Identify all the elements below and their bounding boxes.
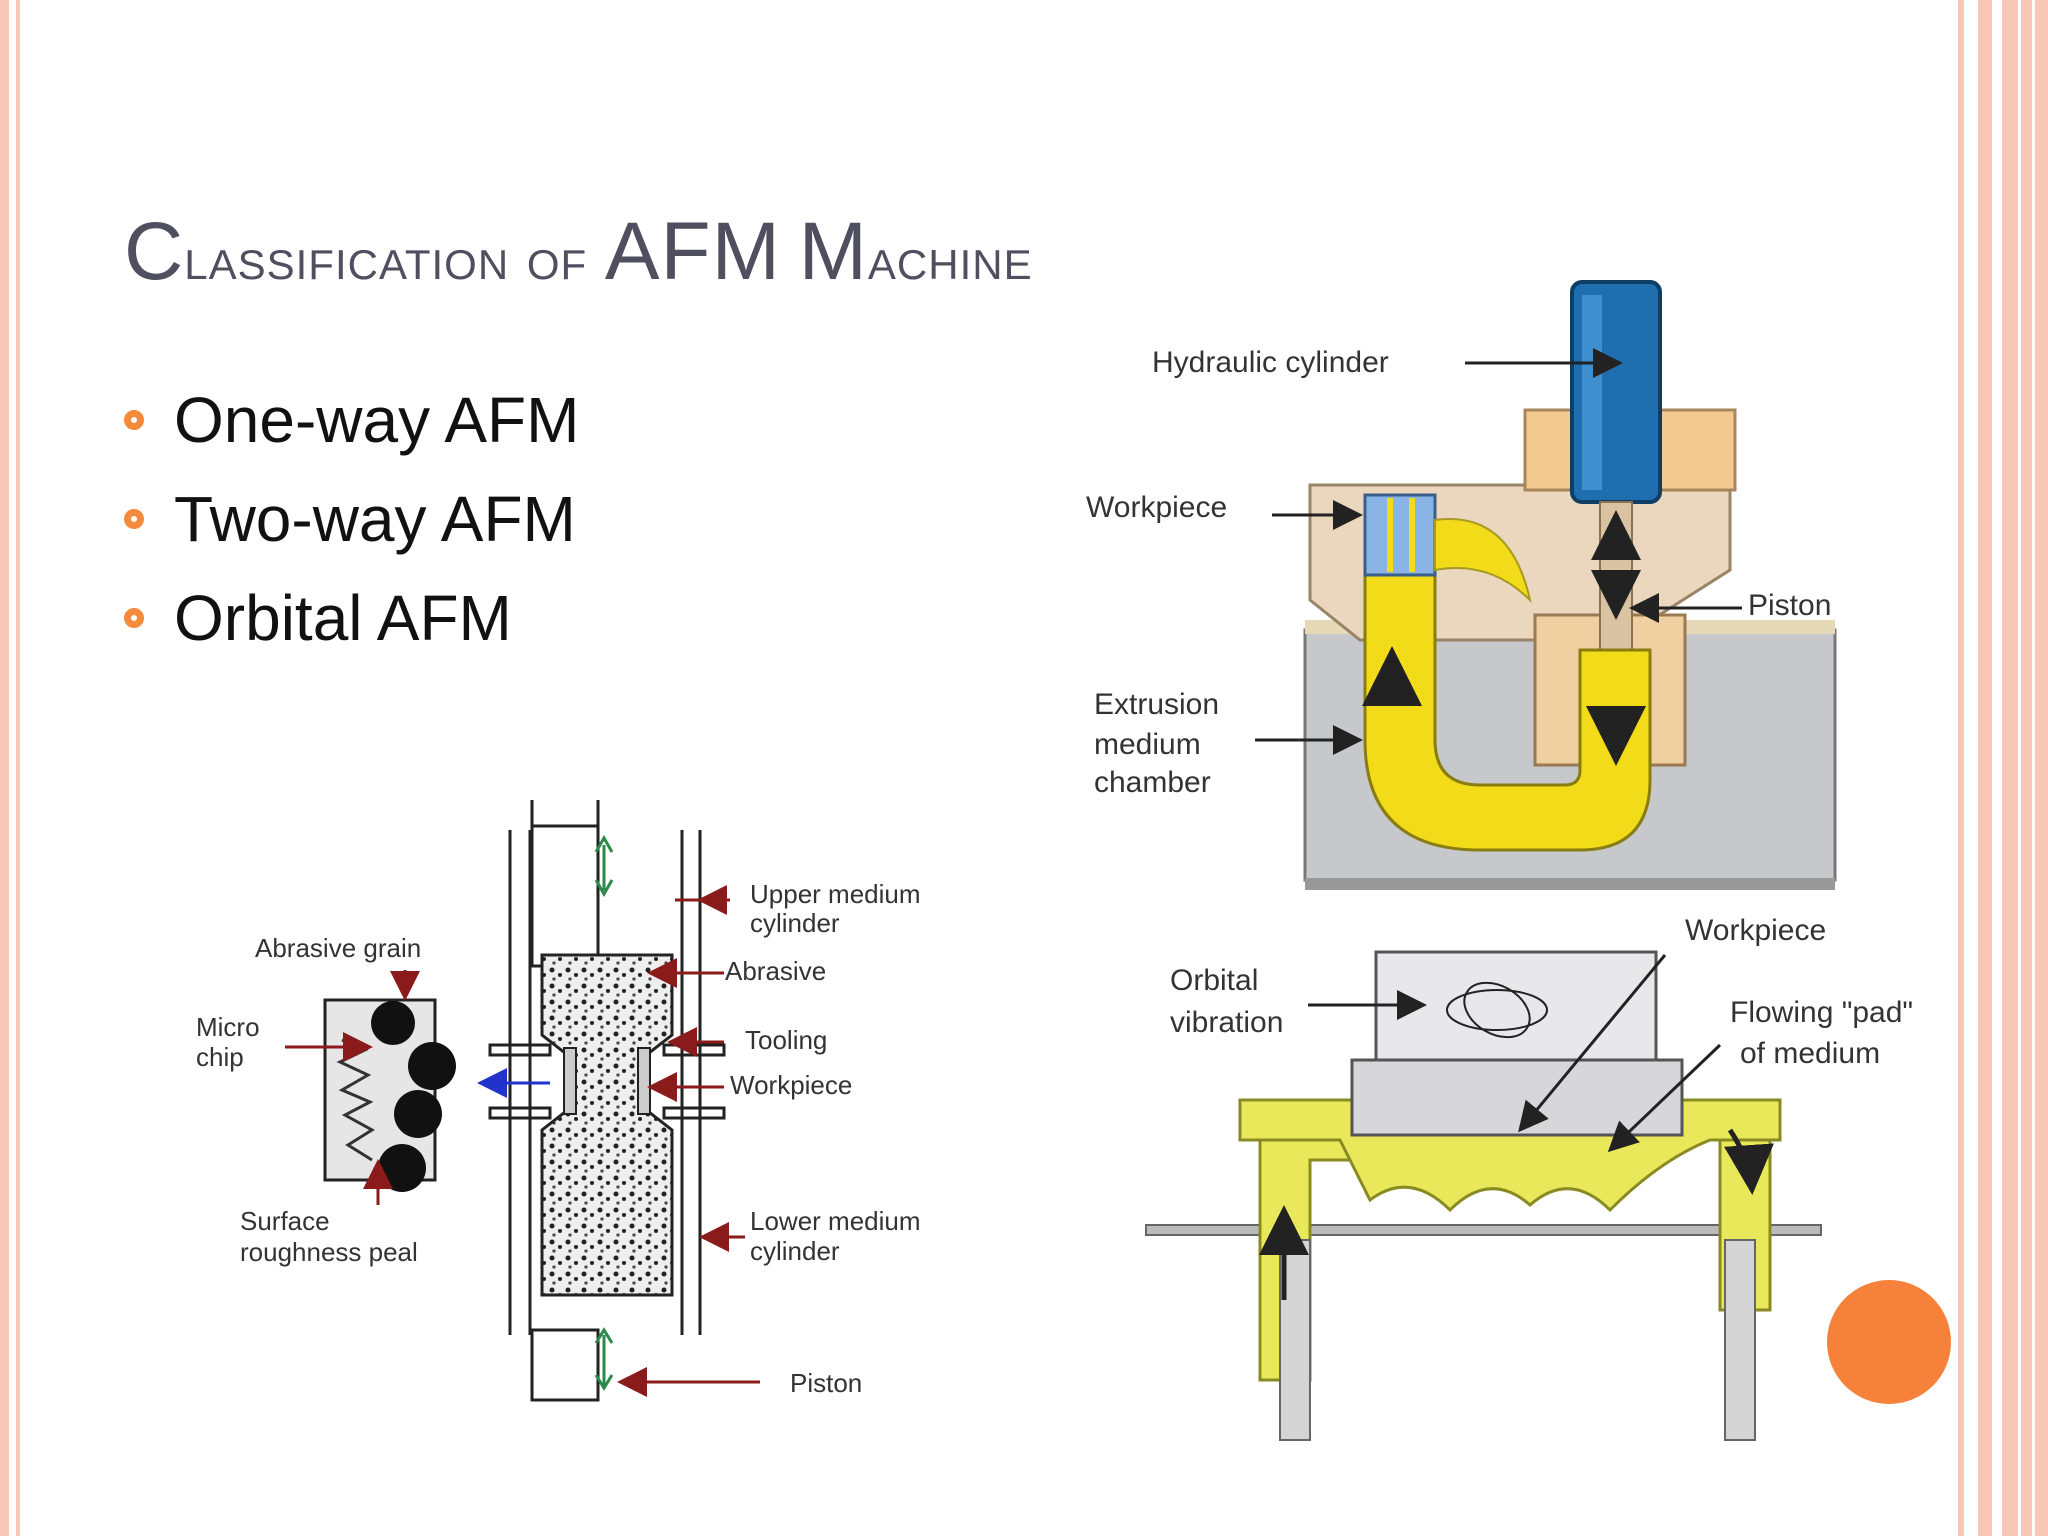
slide-border-right [2002,0,2048,1536]
bullet-text: One-way AFM [174,383,580,456]
label-piston: Piston [1748,589,1831,622]
list-item: One-way AFM [124,370,579,469]
label-lower-medium: Lower medium [750,1206,921,1236]
bullet-list: One-way AFM Two-way AFM Orbital AFM [124,370,579,667]
slide-border-right-mid [1978,0,1992,1536]
label-abrasive: Abrasive [725,956,826,986]
list-item: Two-way AFM [124,469,579,568]
twoway-afm-diagram: Upper medium cylinder Abrasive Tooling W… [196,800,921,1402]
label-workpiece: Workpiece [1086,491,1227,524]
label-workpiece: Workpiece [730,1070,852,1100]
ring-bullet-icon [124,607,144,628]
workpiece-left [563,1047,577,1115]
bullet-text: Orbital AFM [174,581,512,654]
slide-border-left [0,0,9,1536]
label-tooling: Tooling [745,1025,827,1055]
label-hydraulic-cylinder: Hydraulic cylinder [1152,346,1389,379]
workpiece [1363,493,1437,577]
label-chamber: chamber [1094,766,1211,799]
label-surface: Surface [240,1206,330,1236]
ring-bullet-icon [124,409,144,430]
label-medium: medium [1094,728,1201,761]
label-upper-cylinder: cylinder [750,908,840,938]
list-item: Orbital AFM [124,568,579,667]
label-of-medium: of medium [1740,1037,1880,1070]
label-flowing-pad: Flowing "pad" [1730,996,1913,1029]
label-chip: chip [196,1042,244,1072]
bullet-text: Two-way AFM [174,482,576,555]
ring-bullet-icon [124,508,144,529]
slide-border-right-thin [1958,0,1964,1536]
label-orbital: Orbital [1170,964,1258,997]
extrusion-medium [1363,568,1652,852]
label-roughness: roughness peal [240,1237,418,1267]
workpiece-right [637,1047,651,1115]
label-extrusion: Extrusion [1094,688,1219,721]
oneway-afm-diagram: Hydraulic cylinder Workpiece Piston Extr… [1086,280,1837,890]
label-workpiece: Workpiece [1685,914,1826,947]
label-lower-cylinder: cylinder [750,1236,840,1266]
abrasive-medium [540,953,674,1297]
page-title: Classification of AFM Machine [124,206,1033,297]
label-upper-medium: Upper medium [750,879,921,909]
slide-border-left-thin [16,0,20,1536]
orbital-afm-diagram: Orbital vibration Workpiece Flowing "pad… [1145,914,1913,1441]
label-piston: Piston [790,1368,862,1398]
label-micro: Micro [196,1012,260,1042]
decorative-orange-circle [1827,1280,1951,1404]
label-abrasive-grain: Abrasive grain [255,933,421,963]
label-vibration: vibration [1170,1006,1283,1039]
